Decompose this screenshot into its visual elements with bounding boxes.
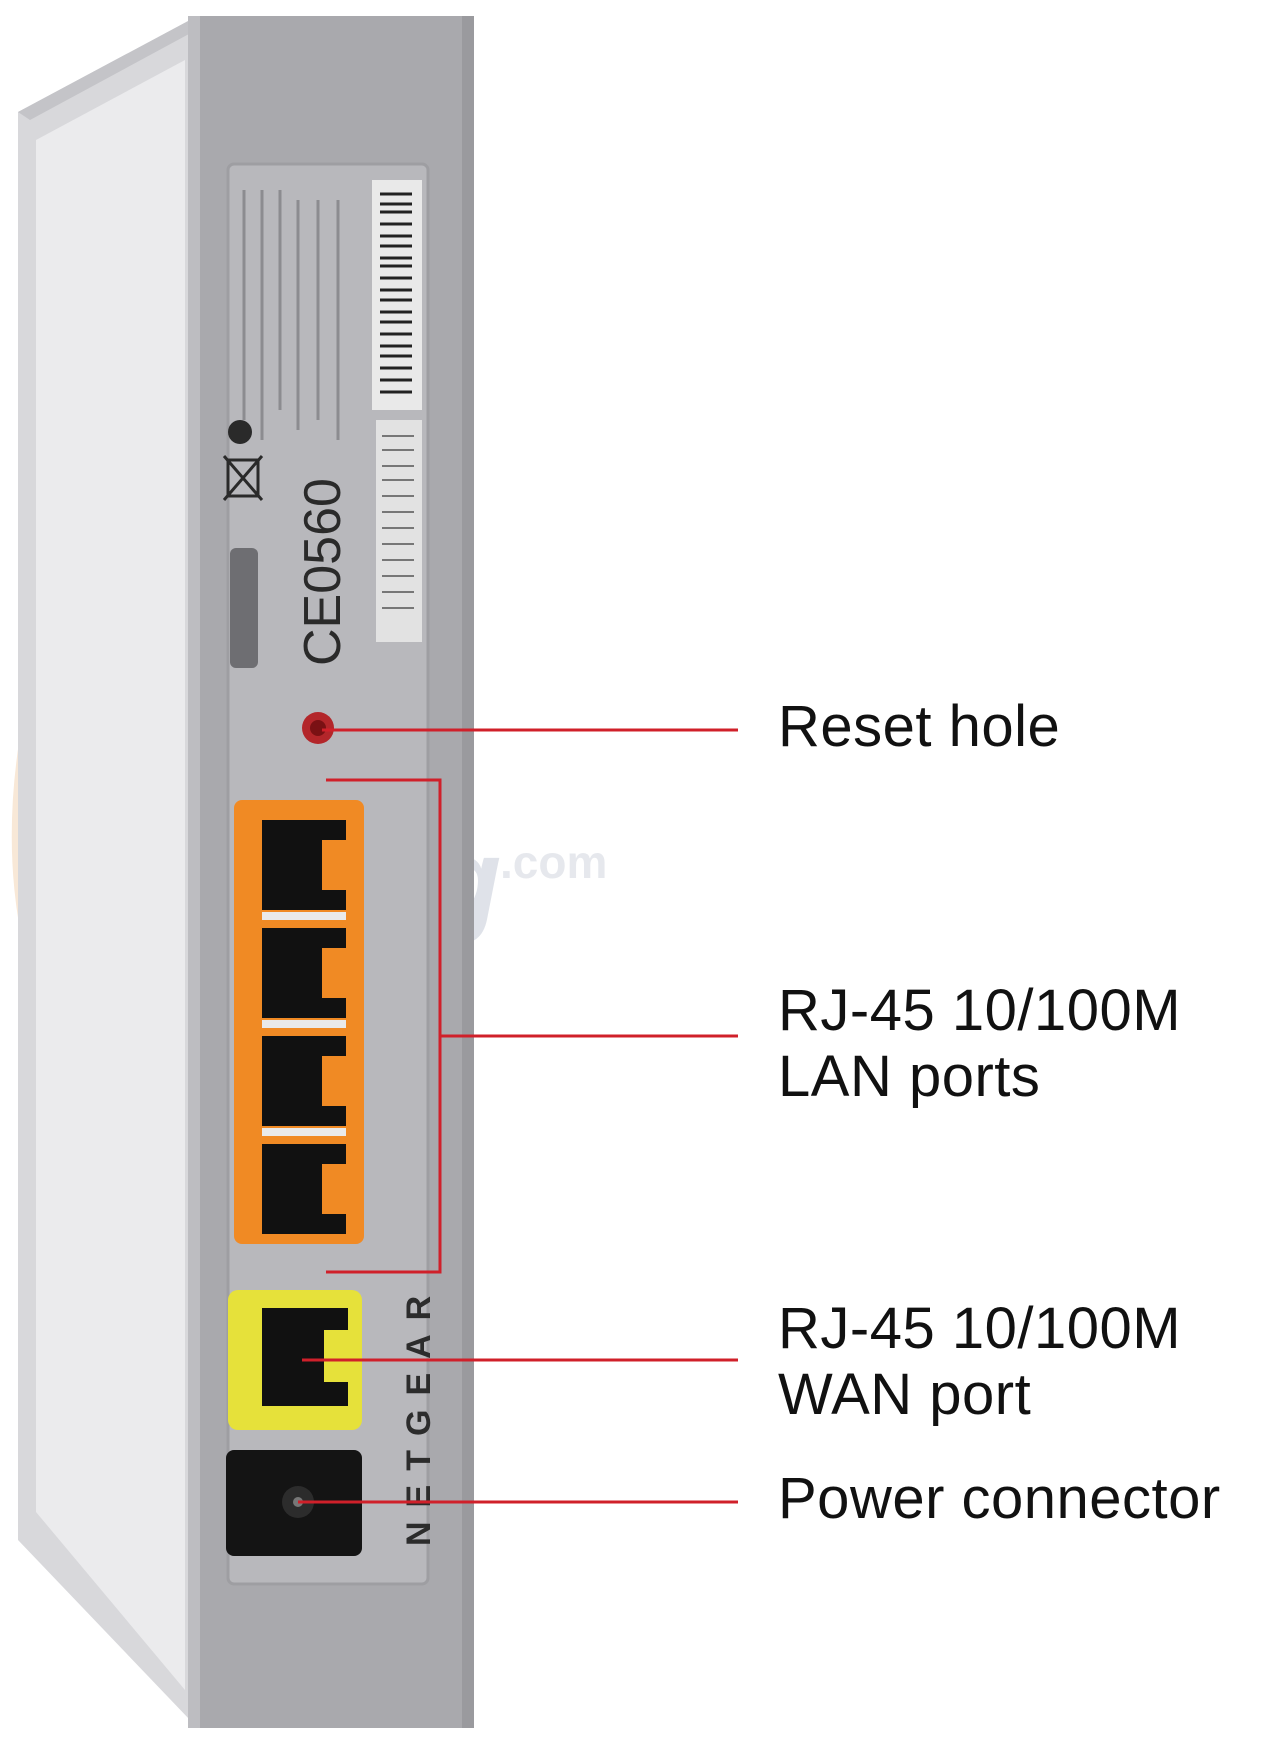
fine-print [242, 190, 340, 440]
ce-mark: CE0560 [294, 478, 352, 666]
lan-callout-bracket [326, 778, 442, 1274]
callout-lines [298, 728, 738, 1504]
lan-ports-panel [234, 800, 364, 1244]
wan-port-label: RJ-45 10/100M WAN port [778, 1296, 1181, 1428]
reset-hole [302, 712, 334, 744]
watermark-suffix: .com [500, 836, 607, 888]
lan-ports-label-line2: LAN ports [778, 1044, 1041, 1109]
weee-bin-icon [222, 455, 264, 501]
router-body: CE0560 [18, 16, 474, 1728]
lan-ports-label: RJ-45 10/100M LAN ports [778, 978, 1181, 1110]
reset-hole-label-text: Reset hole [778, 694, 1061, 759]
reset-hole-label: Reset hole [778, 694, 1060, 760]
wan-port-label-line2: WAN port [778, 1362, 1032, 1427]
wan-port-panel [228, 1290, 362, 1430]
power-connector-label: Power connector [778, 1466, 1221, 1532]
wan-port-label-line1: RJ-45 10/100M [778, 1296, 1182, 1361]
brand-logo: NETGEAR [400, 1282, 438, 1546]
power-connector-label-text: Power connector [778, 1466, 1221, 1531]
certification-mark-icon [228, 420, 252, 444]
lan-ports-label-line1: RJ-45 10/100M [778, 978, 1182, 1043]
